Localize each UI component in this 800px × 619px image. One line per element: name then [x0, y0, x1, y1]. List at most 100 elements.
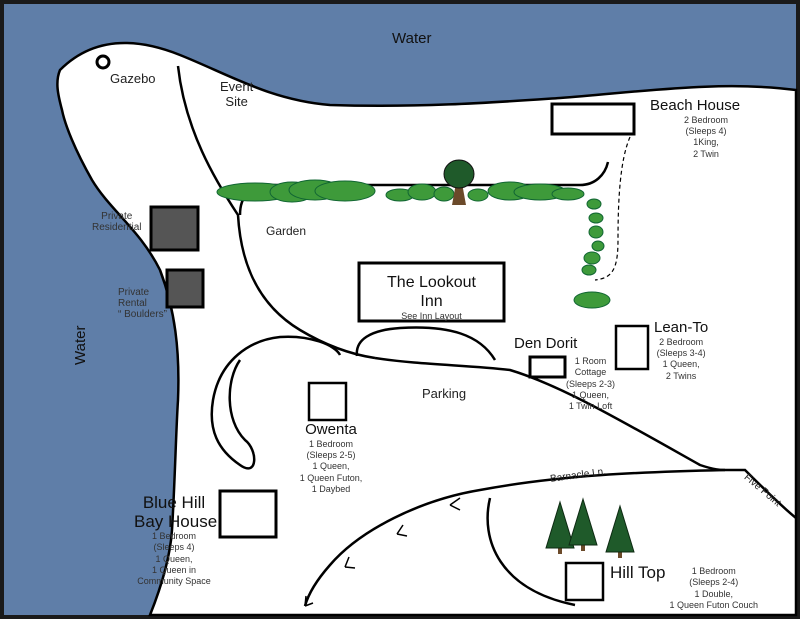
lean-to-building[interactable]	[614, 324, 650, 371]
bush-icon	[407, 183, 437, 201]
cabin-detail: 1 Queen Futon,	[299, 472, 363, 483]
cabin-detail: 2 Twin	[693, 148, 719, 159]
lookout-inn-building[interactable]	[357, 261, 506, 323]
main-road	[374, 356, 726, 472]
parking-loop	[355, 326, 497, 361]
private-residential-label: Private Residential	[92, 211, 141, 233]
bush-icon	[588, 225, 604, 239]
cabin-name-line2: Bay House	[134, 512, 218, 532]
cabin-detail: 1 Bedroom	[151, 531, 197, 542]
footpath	[594, 136, 631, 281]
cabin-detail: 1 Bedroom	[691, 566, 736, 576]
cabin-detail: 1 Daybed	[311, 483, 351, 494]
hill-top-group: Hill Top 1 Bedroom (Sleeps 2-4) 1 Double…	[610, 563, 758, 611]
cabin-detail: 1 Queen,	[572, 389, 610, 400]
cabin-name: Owenta	[305, 421, 357, 438]
cabin-detail: (Sleeps 2-4)	[689, 577, 739, 588]
cabin-detail: 1 Bedroom	[308, 438, 354, 449]
cabin-detail: 1 Queen in	[151, 564, 197, 575]
oak-tree-icon	[443, 159, 475, 205]
gazebo-label: Gazebo	[110, 71, 156, 86]
road-arrow	[304, 595, 314, 607]
bush-icon	[583, 251, 601, 265]
cabin-detail: 1 Queen,	[312, 461, 350, 472]
event-site-label: Event Site	[220, 79, 254, 109]
bush-icon	[573, 291, 611, 309]
garden-hedges	[216, 179, 611, 309]
cabin-detail: 2 Bedroom	[684, 114, 729, 125]
beach-house-label[interactable]: Beach House 2 Bedroom (Sleeps 4) 1King, …	[650, 97, 741, 160]
cabin-detail: (Sleeps 4)	[685, 126, 727, 137]
water-label-left: Water	[72, 325, 89, 365]
private-rental-line3: “ Boulders”	[118, 309, 167, 321]
hill-top-details: 1 Bedroom (Sleeps 2-4) 1 Double, 1 Queen…	[669, 563, 758, 611]
road-arrow	[396, 524, 408, 537]
den-dorit-label[interactable]: Den Dorit	[514, 335, 578, 353]
cabin-detail: (Sleeps 2-3)	[566, 378, 616, 389]
bush-icon	[433, 186, 455, 202]
blue-hill-building[interactable]	[218, 489, 278, 539]
parking-loop-lower	[210, 335, 342, 470]
private-rental-line1: Private	[118, 287, 150, 298]
pine-tree-icon	[605, 504, 635, 558]
cabin-detail: Cottage	[574, 367, 607, 378]
cabin-detail: (Sleeps 3-4)	[656, 348, 706, 359]
cabin-detail: 1 Queen Futon Couch	[669, 599, 758, 610]
den-dorit-building[interactable]	[528, 355, 567, 379]
cabin-name: Den Dorit	[514, 335, 578, 352]
lookout-inn-label[interactable]: The Lookout Inn See Inn Layout	[360, 273, 503, 321]
event-site-line1: Event	[220, 79, 254, 94]
pine-tree-icon	[545, 500, 575, 554]
cabin-detail: 1 Double,	[694, 588, 733, 599]
private-rental-line2: Rental	[118, 298, 147, 310]
five-point-road	[725, 468, 797, 519]
inn-note[interactable]: See Inn Layout	[401, 311, 462, 322]
bush-icon	[586, 198, 602, 210]
beach-house-building[interactable]	[550, 102, 636, 136]
hill-top-drive	[486, 497, 576, 607]
bush-icon	[314, 180, 376, 202]
private-residential-line2: Residential	[92, 222, 142, 234]
parking-label: Parking	[422, 386, 467, 401]
cabin-detail: 1 Twin Loft	[568, 401, 613, 411]
pine-tree-icon	[568, 497, 598, 551]
bush-icon	[581, 264, 597, 276]
private-residential-line1: Private	[101, 211, 133, 222]
bush-icon	[591, 240, 605, 252]
cabin-detail: (Sleeps 4)	[153, 542, 195, 553]
hill-top-label[interactable]: Hill Top	[610, 563, 665, 582]
bush-icon	[467, 188, 489, 202]
cabin-detail: 1King,	[693, 137, 719, 148]
den-dorit-details: 1 Room Cottage (Sleeps 2-3) 1 Queen, 1 T…	[566, 356, 615, 412]
cabin-name-line1: Blue Hill	[142, 493, 206, 512]
gazebo-icon	[95, 54, 111, 70]
lean-to-label[interactable]: Lean-To 2 Bedroom (Sleeps 3-4) 1 Queen, …	[654, 319, 709, 382]
blue-hill-label[interactable]: Blue Hill Bay House 1 Bedroom (Sleeps 4)…	[134, 493, 218, 587]
garden-label: Garden	[266, 224, 307, 238]
inn-name-line2: Inn	[420, 293, 443, 311]
owenta-building[interactable]	[307, 381, 348, 422]
owenta-label[interactable]: Owenta 1 Bedroom (Sleeps 2-5) 1 Queen, 1…	[298, 421, 364, 495]
cabin-name: Hill Top	[610, 563, 666, 582]
cabin-detail: 1 Room	[574, 356, 607, 366]
cabin-name: Beach House	[650, 97, 741, 114]
hill-top-building[interactable]	[564, 561, 605, 602]
event-site-line2: Site	[225, 93, 248, 109]
cabin-detail: Community Space	[137, 576, 211, 587]
cabin-detail: 1 Queen,	[662, 359, 700, 370]
bush-icon	[588, 212, 604, 224]
road-arrow	[344, 556, 356, 569]
cabin-name: Lean-To	[654, 319, 709, 336]
cabin-detail: 2 Twins	[665, 370, 697, 381]
water-label-top: Water	[392, 30, 432, 47]
cabin-detail: 1 Queen,	[155, 553, 193, 564]
bush-icon	[551, 187, 585, 201]
private-residential-building	[149, 205, 200, 252]
private-rental-building	[165, 268, 205, 309]
cabin-detail: (Sleeps 2-5)	[306, 450, 356, 461]
private-rental-label: Private Rental “ Boulders”	[118, 287, 167, 321]
inn-name-line1: The Lookout	[387, 274, 476, 291]
pine-trees	[545, 497, 635, 558]
